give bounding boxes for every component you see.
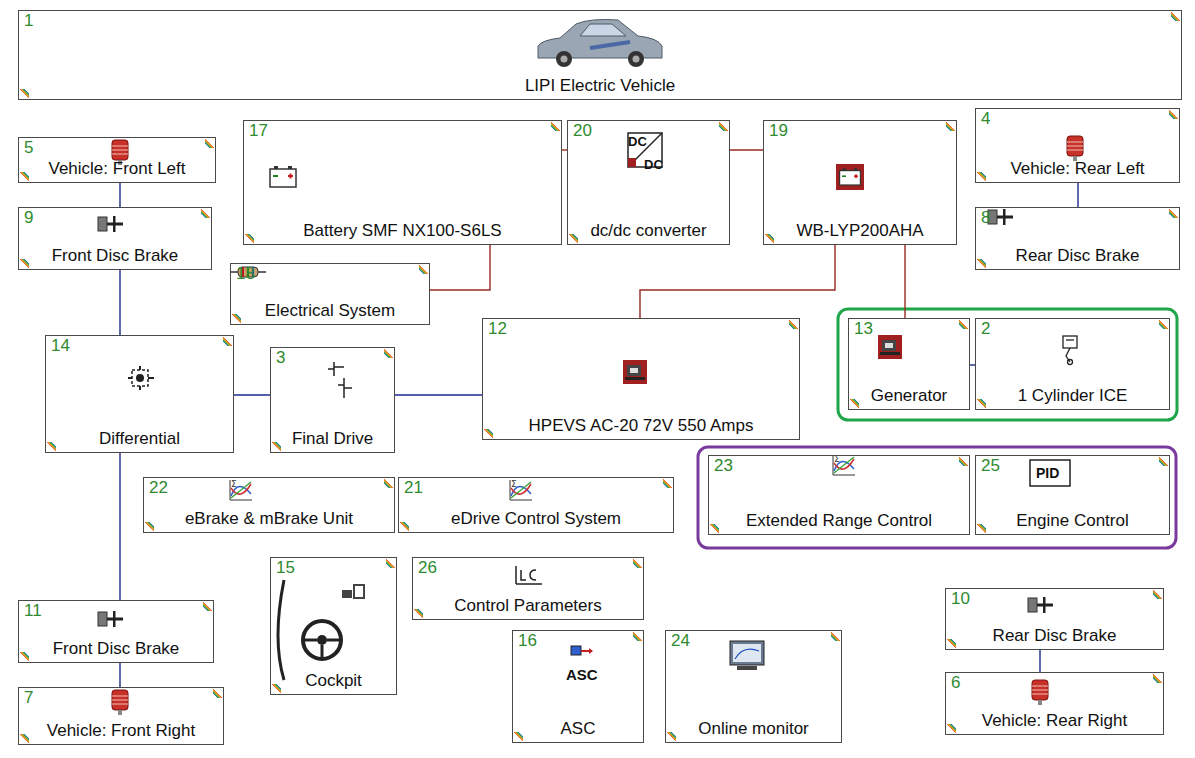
callout-number: 26 (418, 559, 437, 578)
callout-number: 24 (671, 632, 690, 651)
callout-number: 3 (276, 349, 285, 368)
block-name: Vehicle: Front Left (24, 159, 210, 179)
connector-line (1077, 183, 1078, 207)
callout-number: 4 (981, 110, 990, 129)
block-name: Rear Disc Brake (951, 626, 1158, 646)
block-name: Cockpit (276, 671, 391, 691)
connector-line (119, 663, 120, 687)
block-name: Engine Control (981, 511, 1164, 531)
block-box: 15Cockpit (270, 557, 397, 695)
callout-number: 15 (276, 559, 295, 578)
callout-number: 21 (404, 479, 423, 498)
block-name: Electrical System (236, 301, 424, 321)
block-name: Vehicle: Rear Right (951, 711, 1158, 731)
callout-number: 11 (24, 602, 42, 621)
block-name: Rear Disc Brake (981, 246, 1174, 266)
connector-line (730, 149, 763, 150)
block-name: Front Disc Brake (24, 246, 206, 266)
block-box: 14Differential (45, 335, 234, 453)
block-name: Generator (854, 386, 964, 406)
callout-number: 1 (24, 12, 33, 31)
block-name: Front Disc Brake (24, 639, 208, 659)
connector-line (1039, 650, 1040, 672)
block-name: Final Drive (276, 429, 389, 449)
block-box: 18Electrical System (230, 263, 430, 325)
callout-number: 23 (714, 457, 733, 476)
icon-label: DC (628, 135, 647, 148)
callout-number: 22 (149, 479, 168, 498)
callout-number: 6 (951, 674, 960, 693)
icon-label: PID (1036, 466, 1059, 480)
block-box: 22 eBrake & mBrake Unit (143, 477, 395, 533)
block-box: 16ASC (512, 630, 644, 743)
callout-number: 2 (981, 320, 990, 339)
block-name: Differential (51, 429, 228, 449)
block-box: 3Final Drive (270, 347, 395, 453)
callout-number: 8 (981, 209, 990, 228)
block-name: ASC (518, 719, 638, 739)
callout-number: 9 (24, 209, 33, 228)
block-box: 9Front Disc Brake (18, 207, 212, 270)
connector-line (119, 270, 120, 335)
connector-line (640, 245, 835, 318)
callout-number: 17 (249, 122, 268, 141)
callout-number: 25 (981, 457, 1000, 476)
block-box: 4Vehicle: Rear Left (975, 108, 1180, 183)
block-box: 11Front Disc Brake (18, 600, 214, 663)
block-name: Vehicle: Rear Left (981, 159, 1174, 179)
callout-number: 20 (573, 122, 592, 141)
block-box: 5Vehicle: Front Left (18, 137, 216, 183)
block-name: 1 Cylinder ICE (981, 386, 1164, 406)
connector-line (430, 245, 490, 290)
block-name: Control Parameters (418, 596, 638, 616)
block-name: eDrive Control System (404, 509, 668, 529)
block-name: LIPI Electric Vehicle (24, 76, 1176, 96)
connector-line (119, 183, 120, 207)
block-name: Battery SMF NX100-S6LS (249, 221, 556, 241)
block-box: 25Engine Control (975, 455, 1170, 535)
connector-line (395, 394, 482, 395)
callout-number: 5 (24, 139, 33, 158)
callout-number: 7 (24, 689, 33, 708)
block-box: 8Rear Disc Brake (975, 207, 1180, 270)
block-name: WB-LYP200AHA (769, 221, 951, 241)
block-name: Online monitor (671, 719, 836, 739)
block-box: 6Vehicle: Rear Right (945, 672, 1164, 735)
connector-line (904, 245, 905, 318)
block-box: 26Control Parameters (412, 557, 644, 620)
callout-number: 10 (951, 590, 970, 609)
block-box: 21 eDrive Control System (398, 477, 674, 533)
block-box: 12HPEVS AC-20 72V 550 Amps (482, 318, 800, 440)
callout-number: 16 (518, 632, 537, 651)
block-name: HPEVS AC-20 72V 550 Amps (488, 416, 794, 436)
block-box: 2 1 Cylinder ICE (975, 318, 1170, 410)
callout-number: 14 (51, 337, 70, 356)
callout-number: 18 (236, 265, 255, 284)
block-name: Extended Range Control (714, 511, 964, 531)
block-name: dc/dc converter (573, 221, 724, 241)
block-box: 7Vehicle: Front Right (18, 687, 224, 745)
callout-number: 13 (854, 320, 873, 339)
block-box: 17Battery SMF NX100-S6LS (243, 120, 562, 245)
block-name: Vehicle: Front Right (24, 721, 218, 741)
block-name: eBrake & mBrake Unit (149, 509, 389, 529)
block-box: 13Generator (848, 318, 970, 410)
connector-line (119, 453, 120, 600)
icon-label: DC (644, 158, 663, 171)
block-box: 19WB-LYP200AHA (763, 120, 957, 245)
callout-number: 12 (488, 320, 507, 339)
connector-line (234, 394, 270, 395)
block-box: 1LIPI Electric Vehicle (18, 10, 1182, 100)
icon-label: ASC (566, 667, 598, 682)
block-box: 20 dc/dc converter (567, 120, 730, 245)
block-box: 23Extended Range Control (708, 455, 970, 535)
block-box: 24Online monitor (665, 630, 842, 743)
callout-number: 19 (769, 122, 788, 141)
block-box: 10Rear Disc Brake (945, 588, 1164, 650)
